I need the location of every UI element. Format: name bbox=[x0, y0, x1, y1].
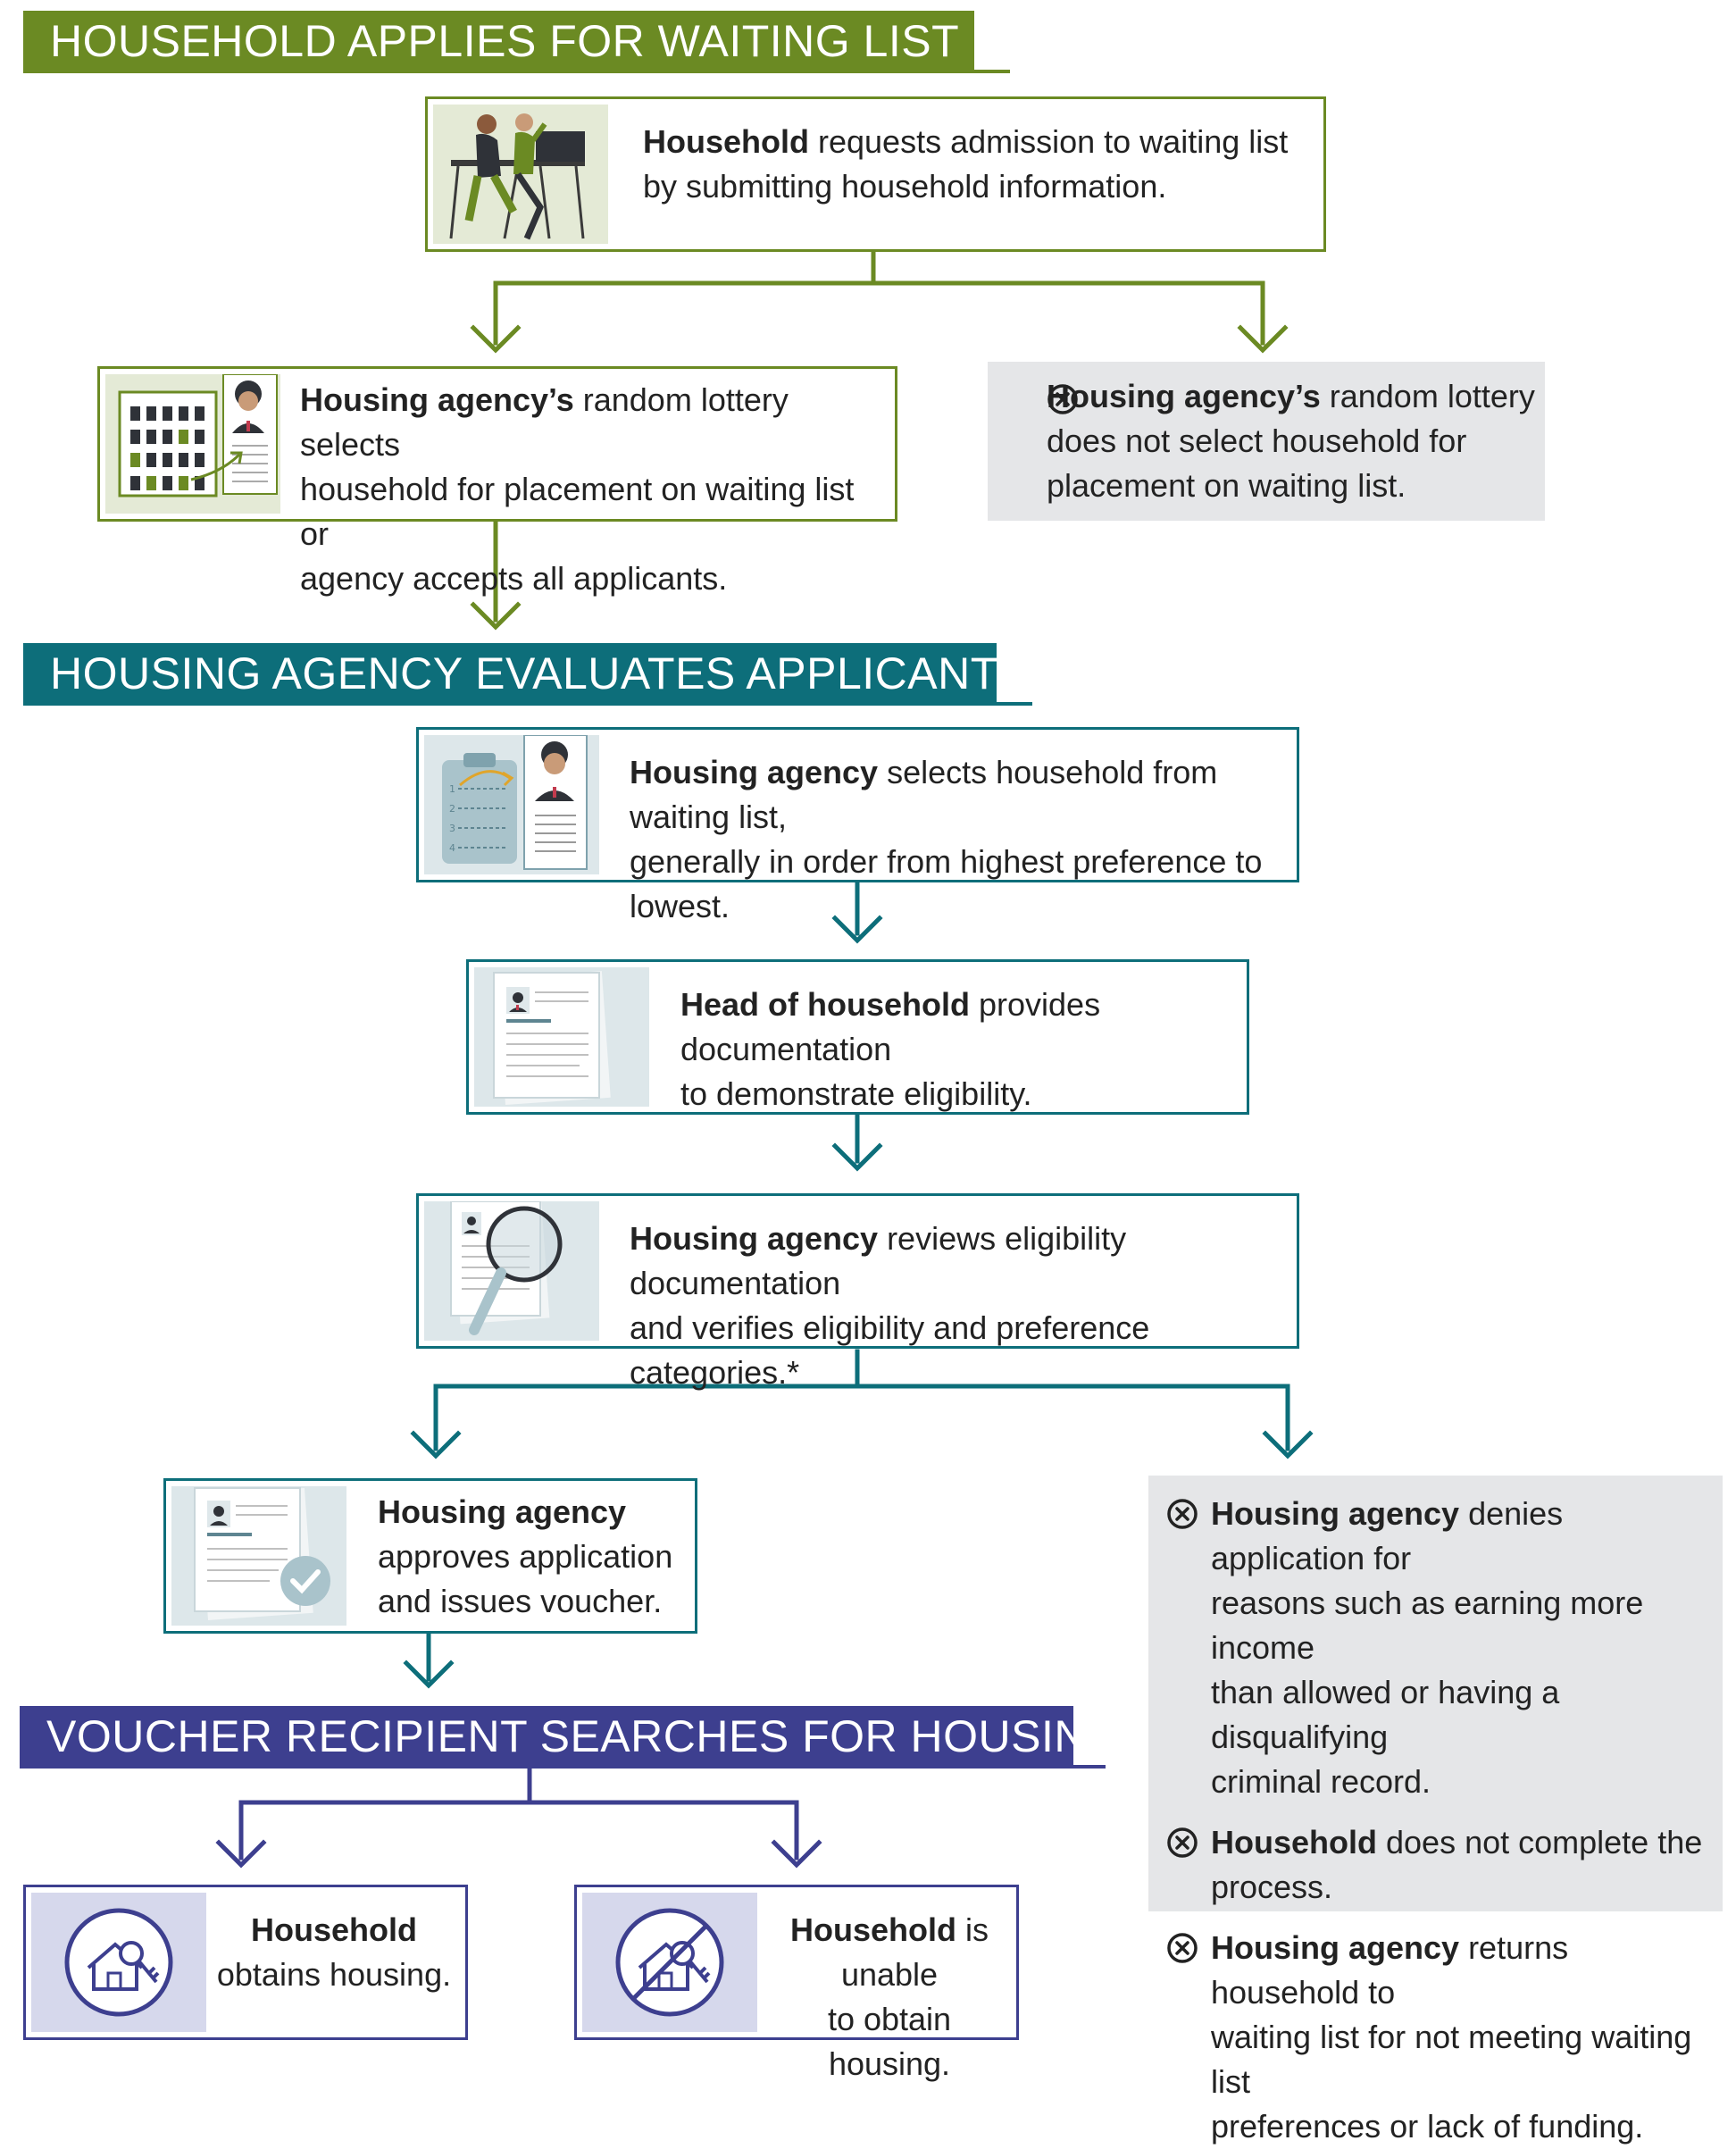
lottery-yes-line2: household for placement on waiting list … bbox=[300, 471, 855, 552]
denial-3-actor: Housing agency bbox=[1211, 1929, 1460, 1966]
obtains-actor: Household bbox=[251, 1911, 417, 1948]
denial-1-line1: denies application for bbox=[1211, 1495, 1564, 1576]
lottery-yes-line1: random lottery selects bbox=[300, 381, 789, 463]
section-title-evaluate: HOUSING AGENCY EVALUATES APPLICANT bbox=[23, 643, 997, 704]
denial-3-line1: returns household to bbox=[1211, 1929, 1569, 2011]
section-banner-apply: HOUSEHOLD APPLIES FOR WAITING LIST bbox=[23, 11, 1010, 73]
step-review-documentation: Housing agency reviews eligibility docum… bbox=[416, 1193, 1299, 1391]
review-actor: Housing agency bbox=[630, 1220, 879, 1257]
lottery-yes-actor: Housing agency’s bbox=[300, 381, 574, 418]
section-title-apply: HOUSEHOLD APPLIES FOR WAITING LIST bbox=[23, 11, 974, 71]
select-actor: Housing agency bbox=[630, 754, 879, 790]
approve-line2: approves application bbox=[378, 1538, 673, 1575]
approved-document-illustration bbox=[171, 1486, 346, 1626]
svg-text:3: 3 bbox=[449, 823, 455, 834]
outcome-unable-to-obtain: Household is unable to obtain housing. bbox=[574, 1885, 1019, 2082]
document-illustration bbox=[474, 967, 649, 1107]
outcome-obtains-housing: Household obtains housing. bbox=[23, 1885, 468, 2040]
house-keys-icon bbox=[31, 1893, 206, 2032]
select-line2: generally in order from highest preferen… bbox=[630, 843, 1263, 924]
denial-reasons-panel: Housing agency denies application for re… bbox=[1148, 1476, 1723, 2145]
docs-line1: provides documentation bbox=[680, 986, 1101, 1067]
denial-item: Household does not complete the process. bbox=[1166, 1820, 1723, 1910]
request-actor: Household bbox=[643, 123, 809, 160]
house-keys-prohibited-icon bbox=[582, 1893, 757, 2032]
circle-x-icon bbox=[1167, 1933, 1198, 1963]
denial-2-line1: does not complete the process. bbox=[1211, 1824, 1703, 1905]
circle-x-icon bbox=[1047, 384, 1078, 414]
svg-text:2: 2 bbox=[449, 803, 455, 815]
step-provide-documentation: Head of household provides documentation… bbox=[466, 959, 1249, 1115]
docs-line2: to demonstrate eligibility. bbox=[680, 1075, 1032, 1112]
approve-actor: Housing agency bbox=[378, 1493, 627, 1530]
step-lottery-selects: Housing agency’s random lottery selects … bbox=[97, 366, 897, 597]
section-banner-search: VOUCHER RECIPIENT SEARCHES FOR HOUSING bbox=[20, 1706, 1122, 1769]
unable-line1: is unable bbox=[840, 1911, 989, 1993]
review-line2: and verifies eligibility and preference … bbox=[630, 1309, 1150, 1391]
denial-item: Housing agency denies application for re… bbox=[1166, 1492, 1723, 1804]
denial-1-line2: reasons such as earning more income bbox=[1211, 1585, 1644, 1666]
step-select-from-list: 1 2 3 4 Housing agency selects household fr… bbox=[416, 727, 1299, 924]
step-lottery-not-selected: Housing agency’s random lottery does not… bbox=[988, 362, 1545, 521]
clipboard-list-illustration: 1 2 3 4 bbox=[424, 734, 599, 874]
lottery-grid-illustration bbox=[105, 373, 280, 514]
step-request-admission: Household requests admission to waiting … bbox=[425, 96, 1326, 252]
denial-3-line2: waiting list for not meeting waiting lis… bbox=[1211, 2019, 1692, 2100]
denial-item: Housing agency returns household to wait… bbox=[1166, 1926, 1723, 2149]
select-line1: selects household from waiting list, bbox=[630, 754, 1218, 835]
step-approve-issue-voucher: Housing agency approves application and … bbox=[163, 1478, 697, 1634]
unable-actor: Household bbox=[790, 1911, 956, 1948]
denial-1-line3: than allowed or having a disqualifying bbox=[1211, 1674, 1560, 1755]
circle-x-icon bbox=[1167, 1827, 1198, 1858]
approve-line3: and issues voucher. bbox=[378, 1583, 663, 1619]
svg-text:1: 1 bbox=[449, 783, 455, 795]
denial-1-line4: criminal record. bbox=[1211, 1763, 1431, 1800]
unable-line2: to obtain housing. bbox=[827, 2001, 952, 2082]
connectors-search bbox=[215, 1761, 822, 1869]
obtains-line2: obtains housing. bbox=[216, 1956, 452, 1993]
section-banner-evaluate: HOUSING AGENCY EVALUATES APPLICANT bbox=[23, 643, 1032, 706]
circle-x-icon bbox=[1167, 1499, 1198, 1529]
lottery-yes-line3: agency accepts all applicants. bbox=[300, 560, 728, 597]
lottery-no-line3: placement on waiting list. bbox=[1047, 467, 1406, 504]
people-at-desk-illustration bbox=[433, 105, 608, 244]
denial-3-line3: preferences or lack of funding. bbox=[1211, 2108, 1644, 2145]
docs-actor: Head of household bbox=[680, 986, 970, 1023]
review-line1: reviews eligibility documentation bbox=[630, 1220, 1127, 1301]
lottery-no-actor: Housing agency’s bbox=[1047, 378, 1321, 414]
lottery-no-line2: does not select household for bbox=[1047, 422, 1467, 459]
request-line2: by submitting household information. bbox=[643, 168, 1167, 205]
lottery-no-line1: random lottery bbox=[1320, 378, 1535, 414]
denial-2-actor: Household bbox=[1211, 1824, 1377, 1861]
magnifying-glass-illustration bbox=[424, 1200, 599, 1341]
request-line1: requests admission to waiting list bbox=[809, 123, 1289, 160]
denial-1-actor: Housing agency bbox=[1211, 1495, 1460, 1532]
svg-text:4: 4 bbox=[449, 842, 455, 854]
section-title-search: VOUCHER RECIPIENT SEARCHES FOR HOUSING bbox=[20, 1706, 1122, 1767]
